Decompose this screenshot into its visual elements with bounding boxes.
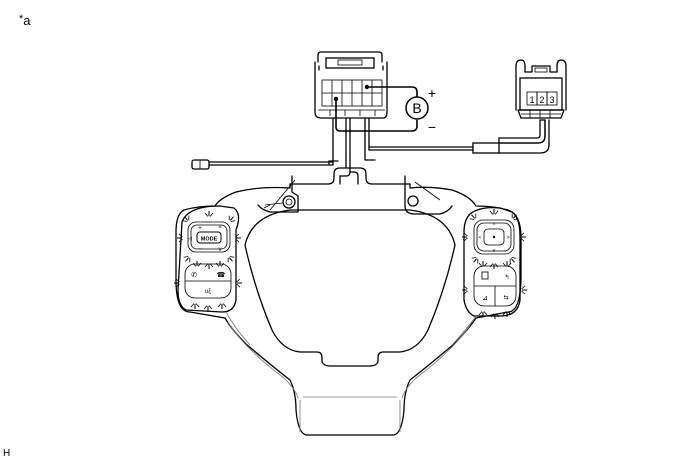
callout-star: *: [19, 13, 24, 25]
phone-hangup-icon: ☎: [217, 271, 226, 279]
back-icon: ↰: [504, 274, 509, 281]
seat-icon: ⊿: [482, 295, 488, 302]
up-arrow-icon: ^: [493, 223, 496, 229]
left-switch-cable: [225, 311, 251, 346]
pin-2-label: 2: [539, 95, 544, 105]
pin-3-label: 3: [549, 95, 554, 105]
mute-label: ◁: [188, 236, 192, 242]
main-connector: [314, 51, 388, 119]
ground-terminal: [191, 159, 210, 170]
wire-harness: [191, 117, 550, 185]
down-label: v: [219, 247, 222, 253]
display-icon: [481, 271, 489, 280]
right-switch-cable: [451, 315, 477, 346]
left-arrow-icon: <: [479, 235, 482, 241]
wire-sleeve: [472, 142, 500, 154]
right-arrow-icon: >: [507, 235, 510, 241]
battery-negative-label: −: [428, 119, 436, 135]
callout-label-a: *a: [19, 13, 31, 28]
up-label: ^: [219, 226, 222, 232]
footer-code: H: [3, 448, 11, 459]
minus-label: −: [198, 246, 202, 253]
battery-positive-label: +: [428, 85, 436, 101]
phone-pickup-icon: ✆: [191, 271, 197, 279]
mode-button: [196, 231, 222, 244]
pin-1-label: 1: [529, 95, 534, 105]
battery-circuit: B + −: [333, 84, 436, 135]
mode-button-label: MODE: [201, 237, 218, 243]
voice-icon: ʋξ: [205, 289, 211, 295]
small-connector: 1 2 3: [515, 59, 567, 119]
callout-letter: a: [23, 13, 31, 28]
battery-label: B: [412, 100, 421, 116]
right-steering-switch: ^ v < > ↰ ⊿ ⇆: [461, 206, 528, 320]
down-arrow-icon: v: [493, 248, 496, 254]
plus-label: +: [198, 226, 202, 232]
battery-symbol: [405, 96, 429, 120]
car-distance-icon: ⇆: [503, 294, 508, 301]
left-steering-switch: MODE + − ^ v ◁ ✆ ☎ ʋξ: [173, 205, 243, 313]
